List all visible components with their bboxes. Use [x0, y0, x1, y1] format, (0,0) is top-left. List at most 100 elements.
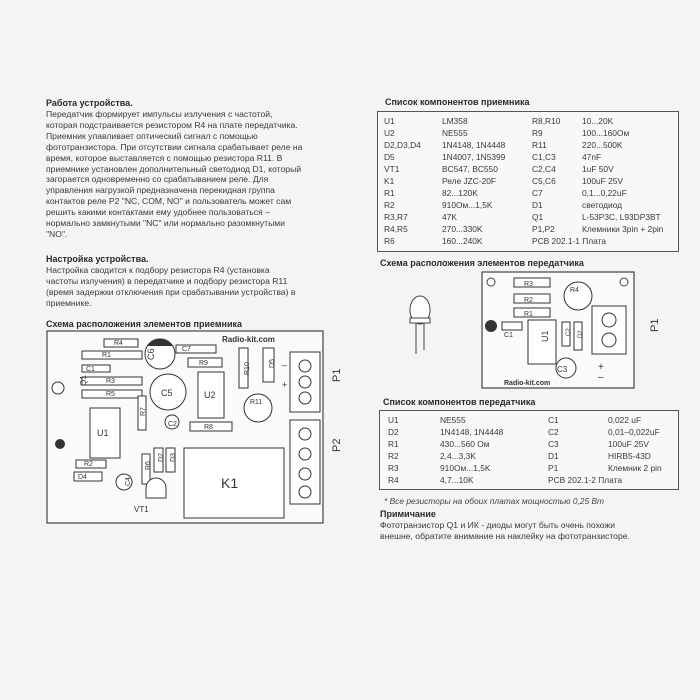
rx-r8: [189, 421, 233, 432]
svg-text:R3: R3: [524, 281, 533, 288]
component-cell: R2: [388, 451, 399, 461]
setup-text: Настройка сводится к подбору резистора R…: [46, 265, 350, 309]
component-cell: R1: [384, 188, 395, 198]
tx-list-title: Список компонентов передатчика: [383, 397, 536, 407]
component-cell: Клемник 2 pin: [608, 463, 662, 473]
component-cell: Q1: [532, 212, 544, 222]
component-cell: 1N4148, 1N4448: [442, 140, 506, 150]
tx-r2: [513, 293, 551, 304]
component-cell: C1,C3: [532, 152, 556, 162]
text-line: нормально замкнутыми "NC" или нормально …: [46, 218, 285, 229]
component-cell: 1N4148, 1N4448: [440, 427, 504, 437]
rx-q1: [51, 381, 65, 395]
rx-c7: [175, 344, 217, 354]
component-cell: P1: [548, 463, 559, 473]
component-cell: U1: [388, 415, 399, 425]
svg-text:Radio-kit.com: Radio-kit.com: [504, 380, 550, 387]
tx-r3: [513, 277, 551, 288]
component-cell: PCB 202.1-1 Плата: [532, 236, 607, 246]
component-cell: U1: [384, 116, 395, 126]
svg-text:P1: P1: [331, 369, 340, 382]
rx-c5: [149, 373, 187, 411]
svg-text:R9: R9: [199, 360, 208, 367]
tx-c1: [501, 321, 523, 331]
component-cell: Реле JZC-20F: [442, 176, 497, 186]
tx-r4: [563, 281, 593, 311]
component-cell: C1: [548, 415, 559, 425]
component-cell: 0,01–0,022uF: [608, 427, 660, 437]
component-cell: 10...20K: [582, 116, 614, 126]
svg-text:Q1: Q1: [79, 375, 88, 386]
text-line: частоты излучения) в передатчике и подбо…: [46, 275, 288, 286]
rx-r9: [187, 357, 223, 368]
svg-text:D3: D3: [170, 453, 177, 462]
operation-title: Работа устройства.: [46, 98, 133, 108]
component-cell: Клемники 3pin + 2pin: [582, 224, 664, 234]
remark-title: Примичание: [380, 509, 436, 519]
component-cell: NE555: [442, 128, 468, 138]
component-cell: PCB 202.1-2 Плата: [548, 475, 623, 485]
component-cell: L-53P3C, L93DP3BT: [582, 212, 661, 222]
svg-text:VT1: VT1: [134, 505, 149, 514]
text-line: внешне, обратите внимание на наклейку на…: [380, 530, 630, 541]
svg-text:R1: R1: [524, 311, 533, 318]
component-cell: C5,C6: [532, 176, 556, 186]
svg-text:C3: C3: [557, 365, 568, 374]
component-cell: 1uF 50V: [582, 164, 614, 174]
rx-list-title: Список компонентов приемника: [385, 97, 530, 107]
component-cell: 160...240K: [442, 236, 483, 246]
component-cell: светодиод: [582, 200, 623, 210]
text-line: приемнике установлен дополнительный свет…: [46, 163, 302, 174]
svg-text:R1: R1: [102, 352, 111, 359]
component-cell: 220...500K: [582, 140, 623, 150]
rx-r10: [238, 347, 249, 389]
rx-r5: [81, 389, 143, 399]
svg-text:D2: D2: [158, 453, 165, 462]
rx-r2: [75, 459, 107, 469]
rx-k1: [183, 447, 285, 519]
svg-text:C6: C6: [146, 348, 156, 360]
svg-text:U1: U1: [97, 428, 109, 438]
component-cell: D1: [532, 200, 543, 210]
component-cell: 4,7...10K: [440, 475, 474, 485]
svg-text:P2: P2: [331, 439, 340, 452]
svg-text:C1: C1: [504, 332, 513, 339]
component-cell: C3: [548, 439, 559, 449]
rx-r1: [81, 350, 143, 360]
svg-text:D5: D5: [269, 359, 276, 368]
component-cell: D5: [384, 152, 395, 162]
text-line: фототранзистора. При отсутствии сигнала …: [46, 141, 303, 152]
component-cell: R9: [532, 128, 543, 138]
component-cell: R1: [388, 439, 399, 449]
rx-c2: [164, 414, 180, 430]
component-cell: 0,1...0,22uF: [582, 188, 627, 198]
svg-text:R2: R2: [84, 461, 93, 468]
tx-u1: [527, 319, 557, 365]
rx-board-diagram: Radio-kit.com R4 R1 C1 R3 R5 C6 C7 R9 R1…: [46, 330, 340, 524]
component-cell: 0,022 uF: [608, 415, 642, 425]
svg-text:K1: K1: [221, 475, 238, 491]
svg-text:R7: R7: [140, 407, 147, 416]
rx-d4: [73, 471, 103, 482]
text-line: время, которое выставляется с помощью ре…: [46, 152, 283, 163]
component-cell: D2,D3,D4: [384, 140, 421, 150]
rx-layout-title: Схема расположения элементов приемника: [46, 319, 243, 329]
component-cell: LM358: [442, 116, 468, 126]
component-cell: C7: [532, 188, 543, 198]
component-cell: D1: [548, 451, 559, 461]
rx-u2: [197, 371, 225, 419]
svg-text:D2: D2: [578, 330, 584, 338]
component-cell: 47K: [442, 212, 457, 222]
text-line: Приемник улавливает оптический сигнал с …: [46, 130, 258, 141]
rx-site-label: Radio-kit.com: [222, 335, 275, 344]
tx-board-diagram: R3 R2 R4 R1 U1 C2 D2 C1 C3 + – P1 Radio-…: [409, 271, 661, 389]
component-cell: R3,R7: [384, 212, 408, 222]
component-cell: K1: [384, 176, 395, 186]
resistor-note: * Все резисторы на обоих платах мощность…: [384, 496, 605, 506]
svg-text:R8: R8: [204, 424, 213, 431]
component-cell: 100uF 25V: [608, 439, 649, 449]
setup-title: Настройка устройства.: [46, 254, 149, 264]
svg-text:C4: C4: [125, 477, 132, 486]
